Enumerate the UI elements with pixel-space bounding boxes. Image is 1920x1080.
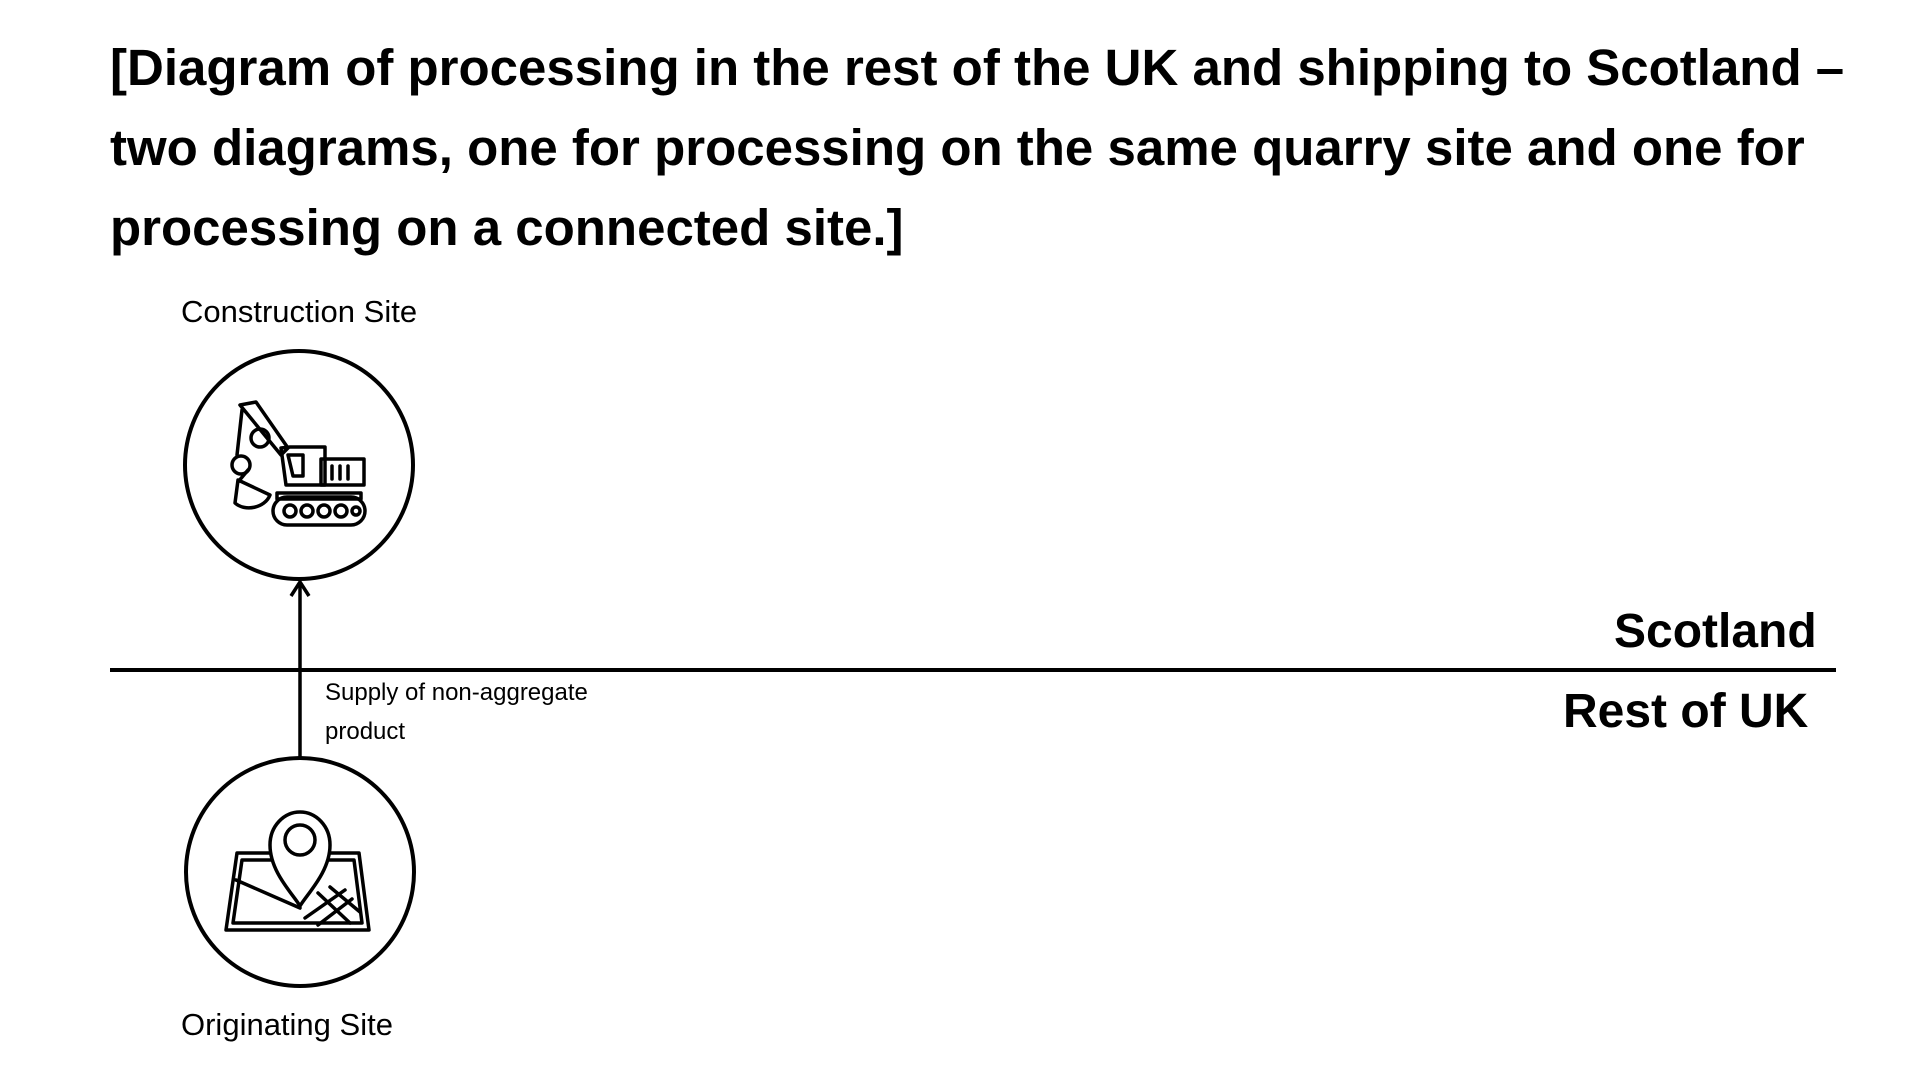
originating-site-label: Originating Site: [181, 1007, 393, 1042]
construction-site-label: Construction Site: [181, 294, 418, 329]
rest-of-uk-region-label: Rest of UK: [1563, 685, 1809, 738]
excavator-icon: [230, 400, 367, 527]
diagram-title: [Diagram of processing in the rest of th…: [110, 39, 1845, 256]
originating-site-node: [184, 756, 416, 988]
flow-label: Supply of non-aggregate product: [325, 679, 588, 745]
construction-site-node: [183, 349, 415, 581]
map-pin-icon: [224, 810, 371, 932]
scotland-region-label: Scotland: [1614, 605, 1817, 658]
flow-arrow: [289, 580, 311, 758]
